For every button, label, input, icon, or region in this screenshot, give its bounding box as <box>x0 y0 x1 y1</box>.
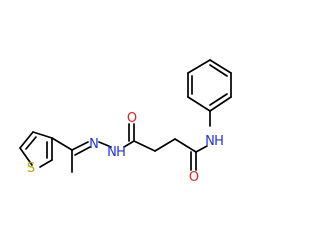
bond <box>19 131 34 149</box>
bond <box>32 131 53 139</box>
bond <box>98 141 112 148</box>
atom-label-hydrazide-nitrogen: N <box>107 145 117 160</box>
bond <box>25 136 37 150</box>
phenyl-ring <box>187 59 232 127</box>
bond <box>154 138 176 152</box>
bond <box>174 138 197 153</box>
atom-label-hydrazide-hydrogen: H <box>116 145 126 160</box>
hydrazone-linker <box>51 137 135 173</box>
bond <box>133 140 156 152</box>
bond <box>51 137 73 151</box>
atom-label-oxygen-2: O <box>189 170 199 185</box>
bond <box>123 140 135 148</box>
bond <box>187 59 211 74</box>
atom-label-oxygen-1: O <box>127 111 137 126</box>
thiophene-ring <box>19 131 53 168</box>
molecule-structure: S N N H O O N H <box>19 59 232 185</box>
bond <box>19 147 33 166</box>
bond <box>209 93 228 106</box>
bond <box>195 145 208 153</box>
atom-label-amide-nitrogen: N <box>205 134 215 149</box>
bond <box>187 96 211 112</box>
bond <box>74 146 91 156</box>
bond <box>71 141 89 151</box>
bond <box>209 59 232 74</box>
atom-label-amide-hydrogen: H <box>214 134 224 149</box>
bond <box>209 96 232 112</box>
atom-label-sulfur: S <box>27 161 35 176</box>
atom-label-imine-nitrogen: N <box>89 137 99 152</box>
bond <box>39 159 53 168</box>
bond <box>209 64 228 77</box>
succinyl-chain <box>128 123 208 171</box>
